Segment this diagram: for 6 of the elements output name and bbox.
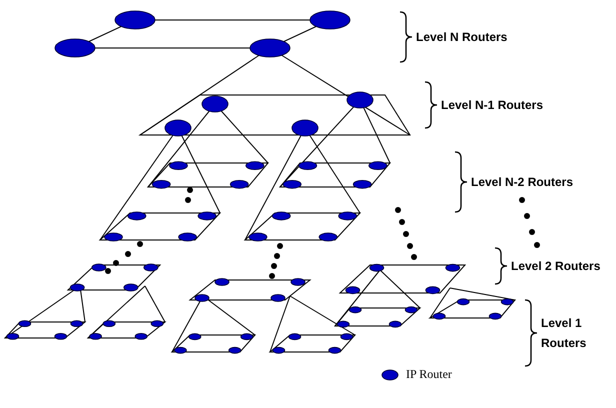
level-label: Level N-1 Routers xyxy=(441,97,544,114)
legend-label: IP Router xyxy=(406,367,452,382)
level-label: Level N-2 Routers xyxy=(471,174,574,191)
level-label: Level 2 Routers xyxy=(511,258,600,275)
level-label: Level 1 Routers xyxy=(541,315,588,352)
level-label: Level N Routers xyxy=(416,29,508,46)
